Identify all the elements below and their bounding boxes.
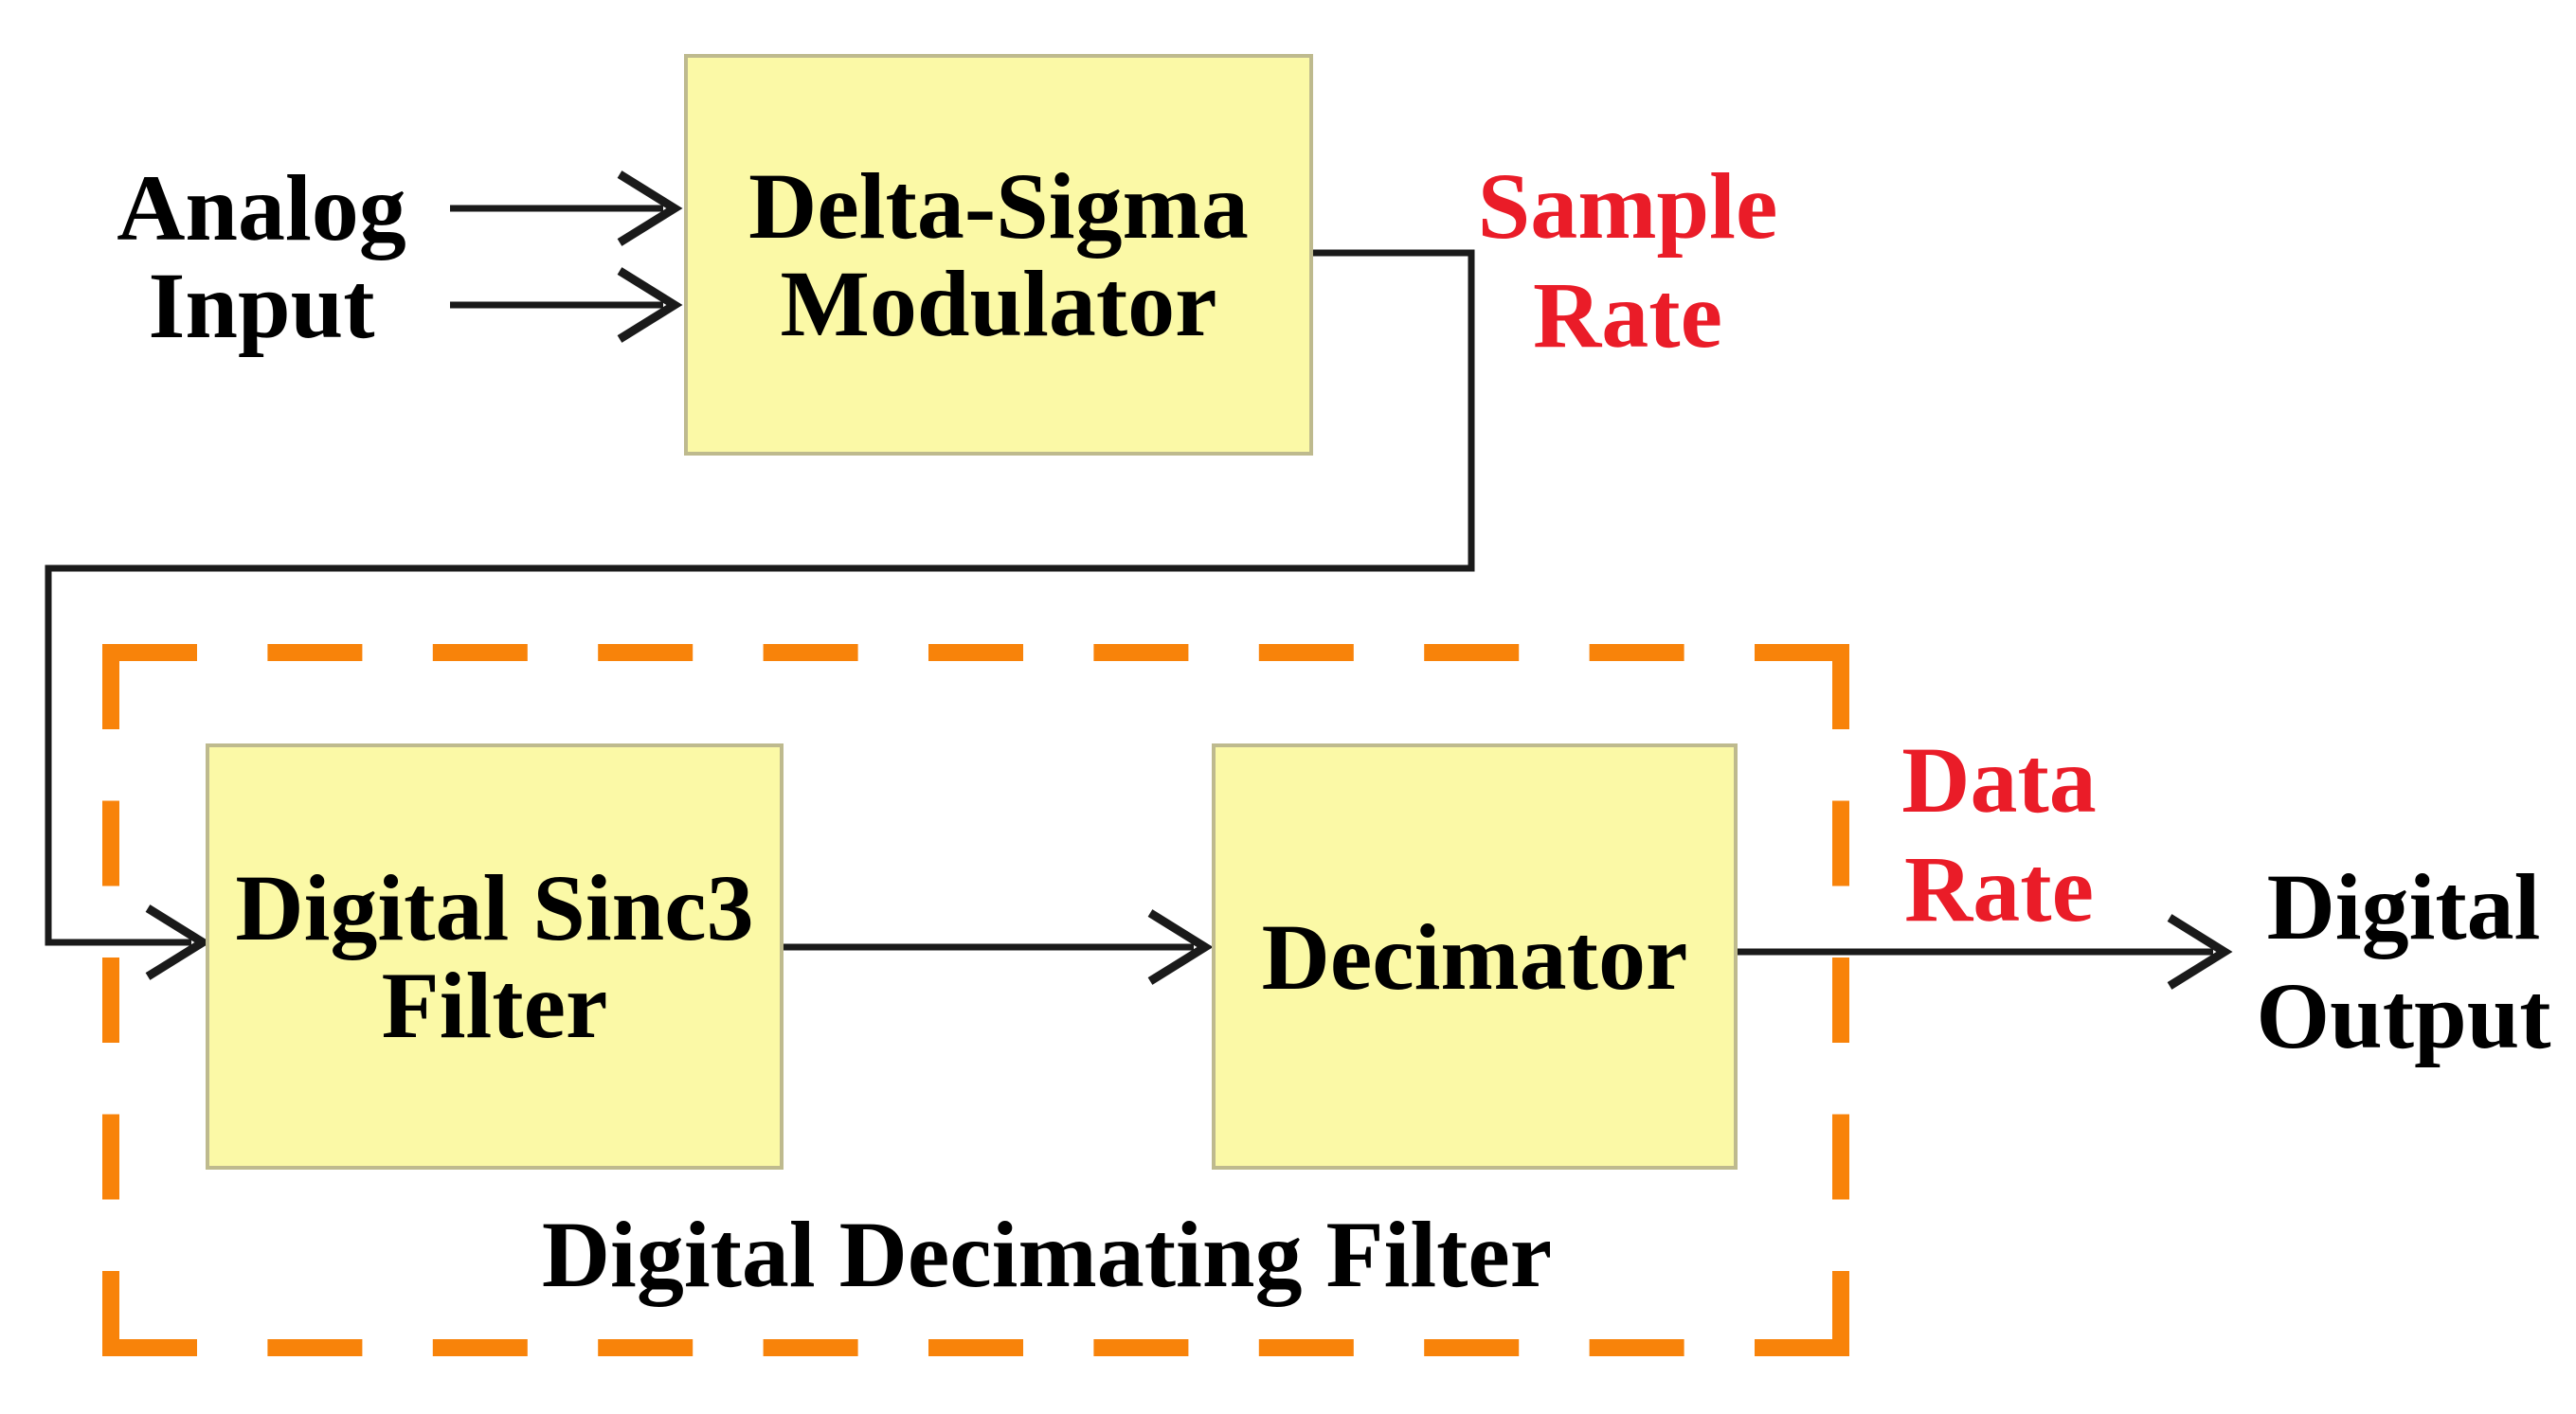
data-rate-label-line2: Rate — [1904, 836, 2094, 941]
analog-input-label-line1: Analog — [117, 155, 406, 260]
digital-output-arrow-head-icon — [2167, 914, 2233, 990]
data-rate-label-line1: Data — [1901, 727, 2097, 832]
block-digital-sinc3-filter-label-line2: Filter — [381, 953, 608, 1058]
analog-input-arrow-bottom-head-icon — [617, 267, 683, 343]
block-delta-sigma-modulator: Delta-Sigma Modulator — [684, 54, 1313, 456]
analog-input-arrow-top-head-icon — [617, 170, 683, 246]
analog-input-label: Analog Input — [72, 159, 451, 354]
block-delta-sigma-modulator-label-line2: Modulator — [780, 251, 1217, 356]
block-digital-sinc3-filter: Digital Sinc3 Filter — [206, 743, 784, 1170]
digital-output-label: Digital Output — [2233, 852, 2574, 1070]
sample-rate-label: Sample Rate — [1457, 152, 1798, 369]
block-decimator-label: Decimator — [1261, 904, 1688, 1010]
digital-decimating-filter-label: Digital Decimating Filter — [541, 1202, 1553, 1307]
digital-output-label-line2: Output — [2256, 963, 2551, 1068]
decimator-input-arrow-head-icon — [1147, 909, 1214, 985]
block-delta-sigma-modulator-label-line1: Delta-Sigma — [748, 153, 1249, 259]
sample-rate-label-line2: Rate — [1533, 262, 1722, 367]
sinc3-input-arrow-head-icon — [145, 904, 211, 980]
digital-output-label-line1: Digital — [2266, 854, 2541, 959]
block-digital-sinc3-filter-label-line1: Digital Sinc3 — [235, 855, 754, 960]
data-rate-label: Data Rate — [1833, 725, 2165, 943]
block-decimator: Decimator — [1212, 743, 1738, 1170]
sample-rate-feedback-wire — [45, 249, 1475, 946]
analog-input-label-line2: Input — [148, 253, 375, 358]
sample-rate-label-line1: Sample — [1477, 153, 1778, 259]
